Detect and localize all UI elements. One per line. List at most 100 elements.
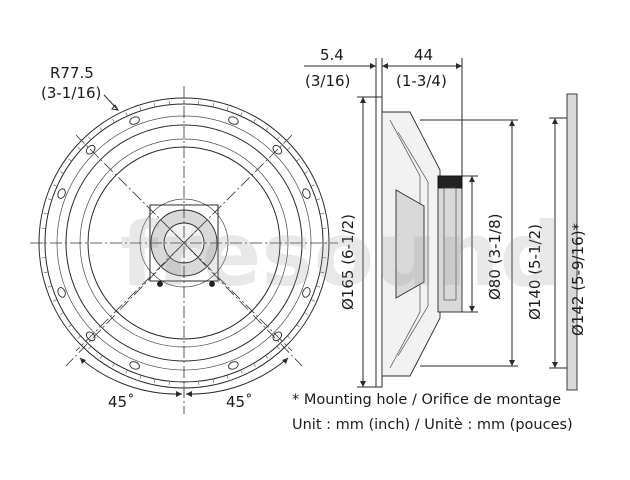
- mounting-hole-2: [228, 116, 239, 125]
- rim-tick: [77, 335, 81, 339]
- front-view: R77.5 (3-1/16) 45˚ 45˚: [30, 64, 338, 414]
- rim-tick: [88, 136, 92, 140]
- rim-tick: [77, 147, 81, 151]
- radius-arrow: [111, 104, 119, 111]
- magnet-core: [443, 187, 457, 301]
- watermark-logo: fresound: [120, 203, 563, 306]
- side-view: 5.4 (3/16) 44 (1-3/4) Ø165 (6-1/2) Ø80 (…: [304, 46, 587, 391]
- rim-tick: [99, 127, 103, 131]
- rim-tick: [276, 136, 280, 140]
- rim-tick: [310, 299, 315, 302]
- diagonal-center-line-2: [75, 134, 293, 352]
- terminal-right: [209, 281, 215, 287]
- magnet-top-plate: [437, 175, 463, 189]
- rim-tick: [212, 378, 214, 383]
- rim-tick: [125, 369, 128, 374]
- angle-arrow-2: [176, 391, 182, 397]
- rim-tick: [253, 363, 256, 367]
- magnet-arrow-bottom: [469, 306, 475, 312]
- angle-arc-left: [79, 357, 183, 395]
- mounting-hole-arrow-top: [552, 118, 558, 124]
- rim-tick: [287, 335, 291, 339]
- unit-note: Unit : mm (inch) / Unitè : mm (pouces): [292, 417, 573, 433]
- rim-tick: [68, 324, 72, 328]
- mounting-hole-5: [302, 287, 311, 298]
- rim-tick: [112, 119, 115, 123]
- rim-tick: [60, 312, 64, 315]
- mounting-hole-arrow-bottom: [552, 362, 558, 368]
- magnet-diameter-label: Ø80 (3-1/8): [486, 214, 504, 300]
- radius-label-inch: (3-1/16): [41, 84, 101, 102]
- rim-tick: [310, 184, 315, 187]
- angle-arrow-1: [80, 358, 86, 364]
- depth-dim-arrow-left: [382, 63, 388, 69]
- rim-tick: [125, 112, 128, 117]
- tweeter-bridge: [149, 204, 219, 282]
- radius-label: R77.5: [50, 64, 94, 82]
- rim-tick: [139, 106, 142, 111]
- rim-tick: [319, 271, 324, 273]
- angle-arc-right: [185, 357, 289, 395]
- rim-ticks: [41, 100, 327, 386]
- mounting-hole-4: [302, 188, 311, 199]
- rim-tick: [296, 324, 300, 328]
- rim-tick: [226, 106, 229, 111]
- rim-tick: [99, 355, 103, 359]
- rim-tick: [154, 103, 156, 108]
- rim-tick: [319, 213, 324, 215]
- mounting-hole-note: * Mounting hole / Orifice de montage: [292, 392, 561, 408]
- rim-tick: [240, 112, 243, 117]
- rim-tick: [112, 363, 115, 367]
- outer-diameter-arrow-top: [360, 97, 366, 103]
- flange-thickness-label: 5.4: [320, 46, 344, 64]
- rim-tick: [253, 119, 256, 123]
- basket-window: [395, 189, 425, 299]
- mounting-depth-label: 44: [414, 46, 433, 64]
- mounting-hole-8: [129, 361, 140, 370]
- flange-thickness-inch: (3/16): [305, 72, 350, 90]
- angle-label-right: 45˚: [226, 393, 253, 411]
- mounting-hole-11: [57, 188, 66, 199]
- mounting-depth-inch: (1-3/4): [396, 72, 447, 90]
- rim-tick: [276, 346, 280, 350]
- rim-tick: [44, 271, 49, 273]
- rim-tick: [154, 378, 156, 383]
- angle-arrow-3: [186, 391, 192, 397]
- cutout-arrow-bottom: [509, 360, 515, 366]
- rim-tick: [265, 355, 269, 359]
- rim-tick: [296, 158, 300, 162]
- magnet-arrow-top: [469, 176, 475, 182]
- rim-tick: [47, 285, 52, 288]
- rim-tick: [88, 346, 92, 350]
- rim-tick: [44, 213, 49, 215]
- rim-tick: [226, 375, 229, 380]
- flange-dim-arrow: [370, 63, 376, 69]
- rim-tick: [265, 127, 269, 131]
- mounting-hole-10: [57, 287, 66, 298]
- rim-tick: [316, 285, 321, 288]
- rim-tick: [212, 103, 214, 108]
- basket-rib-inner: [397, 131, 429, 357]
- outer-diameter-arrow-bottom: [360, 381, 366, 387]
- rim-tick: [304, 312, 308, 315]
- rim-tick: [240, 369, 243, 374]
- angle-arrow-4: [282, 358, 288, 364]
- diagonal-center-line-1: [75, 134, 293, 352]
- rim-tick: [287, 147, 291, 151]
- outer-diameter-label: Ø165 (6-1/2): [339, 214, 357, 310]
- mounting-hole-7: [228, 361, 239, 370]
- angle-label-left: 45˚: [108, 393, 135, 411]
- depth-dim-arrow-right: [456, 63, 462, 69]
- rim-tick: [60, 171, 64, 174]
- cutout-arrow-top: [509, 120, 515, 126]
- radius-leader: [103, 94, 119, 111]
- rim-tick: [304, 171, 308, 174]
- rim-tick: [139, 375, 142, 380]
- rim-tick: [68, 158, 72, 162]
- mounting-hole-1: [129, 116, 140, 125]
- rim-tick: [316, 198, 321, 201]
- rim-tick: [47, 198, 52, 201]
- magnet-assembly: [437, 175, 463, 313]
- rim-tick: [53, 299, 58, 302]
